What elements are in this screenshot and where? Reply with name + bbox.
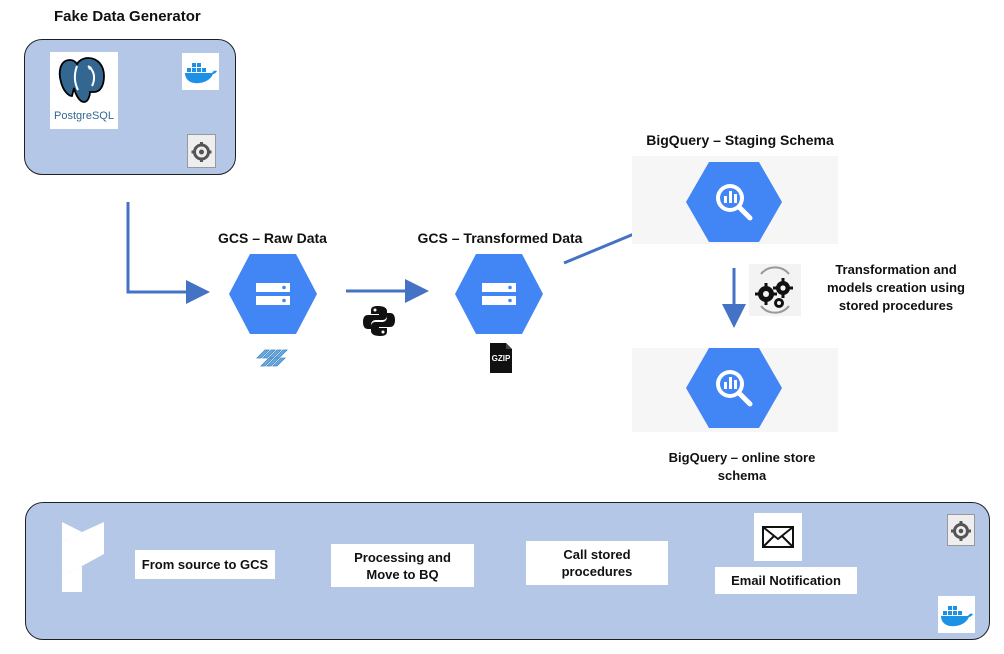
gears-icon <box>755 266 793 314</box>
gcs-transformed-bucket-icon <box>455 254 543 334</box>
transform-note-line-2: models creation using <box>827 280 965 295</box>
step-3-label-line-2: procedures <box>561 564 633 579</box>
step-4-label: Email Notification <box>731 573 841 588</box>
step-2-label-line-2: Move to BQ <box>366 566 439 582</box>
gear-file-icon-bottom <box>951 521 971 541</box>
bq-online-label-line-1: BigQuery – online store <box>668 450 816 465</box>
transformation-note: Transformation and models creation using… <box>818 261 974 315</box>
bq-online-label: BigQuery – online store schema <box>650 449 834 485</box>
step-processing-move-to-bq: Processing and Move to BQ <box>331 544 474 587</box>
step-3-label-line-1: Call stored <box>563 547 631 562</box>
gcs-transformed-label: GCS – Transformed Data <box>417 230 583 246</box>
elephant-icon <box>58 57 105 103</box>
bigquery-online-icon <box>686 348 782 428</box>
bq-staging-label: BigQuery – Staging Schema <box>646 132 834 148</box>
python-icon <box>363 306 395 336</box>
bq-online-label-line-2: schema <box>717 468 767 483</box>
step-from-source-to-gcs: From source to GCS <box>135 550 275 579</box>
gzip-file-icon: GZIP <box>484 341 518 375</box>
docker-tile-bottom <box>938 596 975 633</box>
docker-tile-top <box>182 53 219 90</box>
arrow-generator-to-gcs-raw <box>126 202 210 304</box>
docker-icon <box>185 63 217 84</box>
postgresql-logo: PostgreSQL <box>50 52 118 129</box>
gcs-raw-label: GCS – Raw Data <box>218 230 327 246</box>
stored-procedures-tile <box>749 264 801 316</box>
gcs-raw-bucket-icon <box>229 254 317 334</box>
prefect-logo-icon <box>62 522 104 592</box>
postgresql-label: PostgreSQL <box>54 110 114 122</box>
step-email-notification: Email Notification <box>715 567 857 594</box>
config-file-tile-bottom <box>947 514 975 546</box>
envelope-icon <box>762 526 794 548</box>
gzip-label: GZIP <box>491 354 511 363</box>
config-file-tile-top <box>187 134 216 168</box>
gear-file-icon <box>191 142 212 162</box>
fake-data-generator-title: Fake Data Generator <box>54 8 201 25</box>
step-2-label-line-1: Processing and <box>354 549 451 565</box>
transform-note-line-3: stored procedures <box>838 298 954 313</box>
bigquery-staging-icon <box>686 162 782 242</box>
step-1-label: From source to GCS <box>141 557 269 572</box>
step-call-stored-procedures: Call stored procedures <box>526 541 668 585</box>
transform-note-line-1: Transformation and <box>835 262 957 277</box>
parquet-icon <box>256 349 288 367</box>
docker-icon-bottom <box>941 606 973 627</box>
email-tile <box>754 513 802 561</box>
